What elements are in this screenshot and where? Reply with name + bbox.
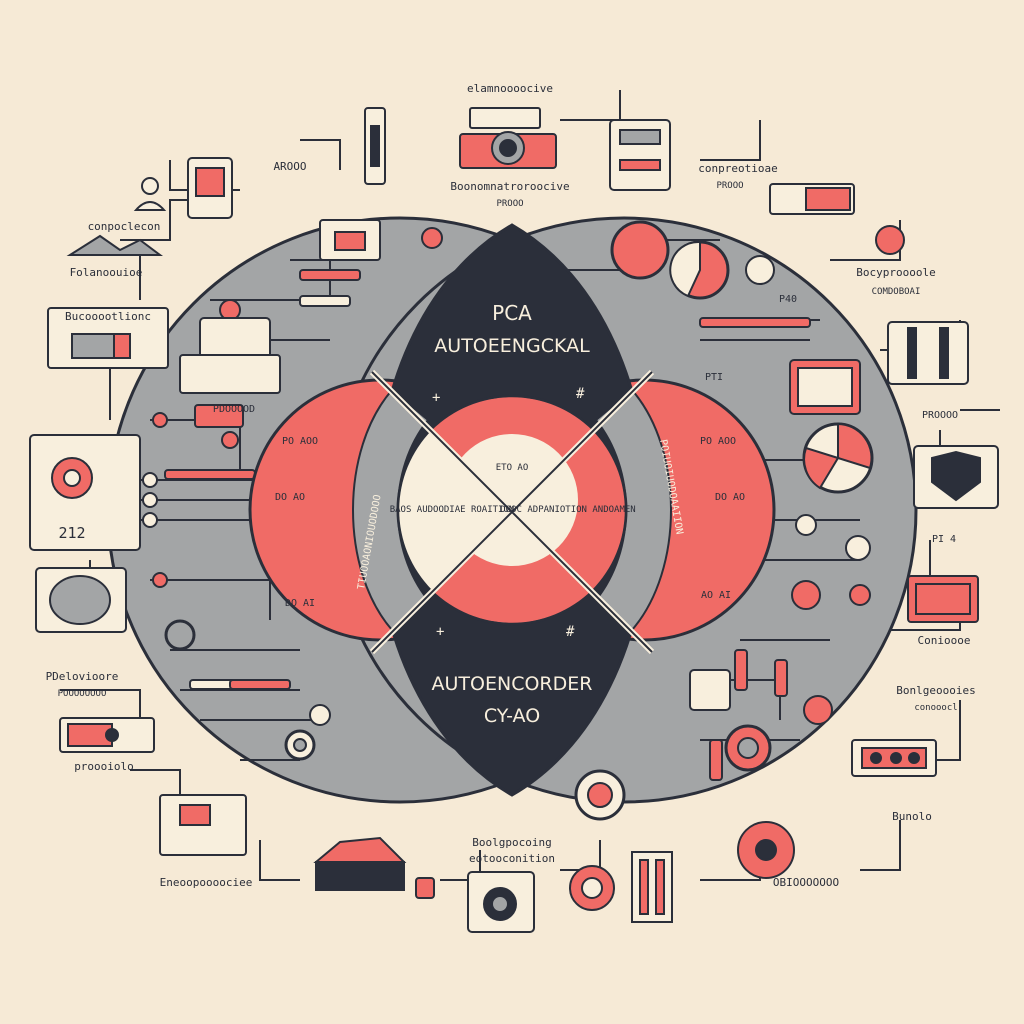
coral-left-top-label: PO AOO: [282, 436, 318, 447]
inner-bottom-wedge: [432, 510, 592, 623]
top-left-small-label: AROOO: [273, 160, 306, 173]
svg-text:+: +: [436, 624, 444, 640]
left-circuit-nodes: [142, 227, 443, 761]
outer-icons: [29, 107, 999, 933]
left-label-5: proooiolo: [74, 760, 134, 773]
right-label-3: PROOOO: [922, 410, 958, 421]
left-label-1: Folanoouioe: [70, 266, 143, 279]
coral-right-mid-label: DO AO: [715, 492, 745, 503]
bottom-center-label-2: eotooconition: [469, 852, 555, 865]
right-label-5: Conioooe: [918, 634, 971, 647]
left-circuit-bars: [164, 219, 381, 690]
left-label-2: Bucooootlionc: [65, 310, 151, 323]
person-icon: [141, 177, 159, 195]
title-top-line1: PCA: [492, 301, 532, 325]
right-label-6: Bonlgeoooies: [896, 684, 975, 697]
hash-marks: + # + #: [432, 386, 585, 640]
title-bottom-line1: AUTOENCORDER: [432, 673, 593, 695]
svg-text:#: #: [566, 624, 575, 640]
title-bottom-line2: CY-AO: [484, 705, 540, 727]
hill-icon: [313, 836, 407, 863]
right-label-2: COMDOBOAI: [872, 287, 921, 297]
right-label-7: conooocl: [914, 703, 957, 713]
coral-left-bot-label: DO AI: [285, 598, 315, 609]
left-label-3: PDelovioore: [46, 670, 119, 683]
svg-text:#: #: [576, 386, 585, 402]
inner-left-label: BAOS AUDOODIAE ROAITION: [390, 505, 515, 515]
coral-right-top-label: PO AOO: [700, 436, 736, 447]
right-mid-label: PTI: [705, 372, 723, 383]
top-left-label-1: conpoclecon: [88, 220, 161, 233]
right-small-label: P40: [779, 294, 797, 305]
bottom-right-label: OBIOOOOOOO: [773, 876, 839, 889]
slider-panel-icon: [887, 321, 969, 385]
coral-left-mid-label: DO AO: [275, 492, 305, 503]
badge-icon: [875, 225, 905, 255]
left-number-label: 212: [58, 524, 85, 542]
inner-top-label: ETO AO: [496, 463, 529, 473]
right-label-4: PI 4: [932, 534, 956, 545]
svg-text:+: +: [432, 390, 440, 406]
inner-core: [446, 434, 578, 566]
left-mid-label: PDOOOOD: [213, 404, 255, 415]
right-circuit-elements: [574, 220, 874, 821]
top-center-label-3: PROOO: [496, 199, 523, 209]
inner-right-label: DOOC ADPANIOTION ANDOAMEN: [500, 505, 635, 515]
top-right-label-2: PROOO: [716, 181, 743, 191]
right-label-1: Bocyproooole: [856, 266, 935, 279]
top-center-label-1: elamnoooocive: [467, 82, 553, 95]
title-top-line2: AUTOEENGCKAL: [434, 335, 590, 357]
mountain-icon: [66, 234, 163, 256]
bottom-left-label: Eneoopoooociee: [160, 876, 253, 889]
top-center-label-2: Boonomnatroroocive: [450, 180, 569, 193]
bottom-center-label-1: Boolgpocoing: [472, 836, 551, 849]
right-label-8: Bunolo: [892, 810, 932, 823]
inner-x-outline: [371, 371, 653, 653]
left-label-4: POOOOOOOO: [58, 689, 107, 699]
coral-right-bot-label: AO AI: [701, 590, 731, 601]
top-right-label-1: conpreotioae: [698, 162, 777, 175]
